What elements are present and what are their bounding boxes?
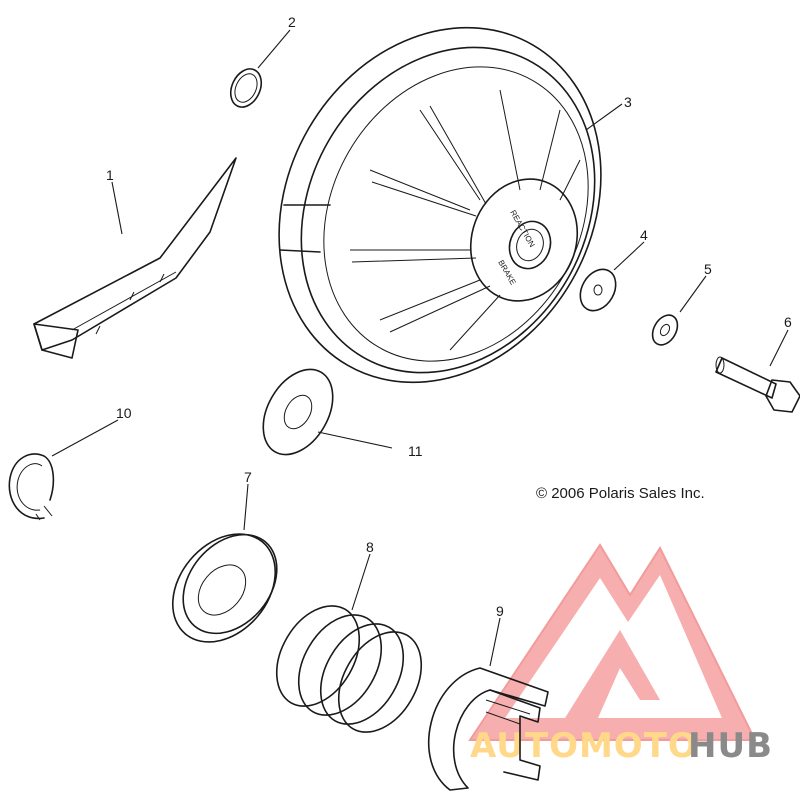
part-3-brake-disc: REACTION BRAKE <box>278 26 602 384</box>
watermark-logo <box>468 543 757 741</box>
part-6-bolt <box>715 356 800 413</box>
part-4-washer <box>579 268 617 312</box>
callout-9: 9 <box>496 603 504 619</box>
callout-11: 11 <box>408 443 423 459</box>
part-7-cup <box>171 533 278 643</box>
callout-5: 5 <box>704 261 712 277</box>
leader-lines <box>51 29 789 667</box>
part-9-bracket <box>427 667 549 791</box>
callout-7: 7 <box>244 469 252 485</box>
part-8-spring <box>275 605 423 733</box>
callout-2: 2 <box>288 14 296 30</box>
part-11-washer <box>262 368 334 456</box>
callout-8: 8 <box>366 539 374 555</box>
watermark-text-1: AUTOMOTO <box>470 726 698 766</box>
callout-1: 1 <box>106 167 114 183</box>
callout-10: 10 <box>116 405 132 421</box>
part-10-snap-ring <box>8 453 55 521</box>
part-1-brake-pad <box>33 157 237 359</box>
part-2-ring <box>229 68 263 108</box>
watermark-text-2: HUB <box>688 726 773 766</box>
part-5-washer <box>651 314 679 346</box>
copyright-text: © 2006 Polaris Sales Inc. <box>536 485 705 502</box>
hub-label-reaction: REACTION <box>508 209 537 249</box>
callout-4: 4 <box>640 227 648 243</box>
callout-3: 3 <box>624 94 632 110</box>
callout-6: 6 <box>784 314 792 330</box>
